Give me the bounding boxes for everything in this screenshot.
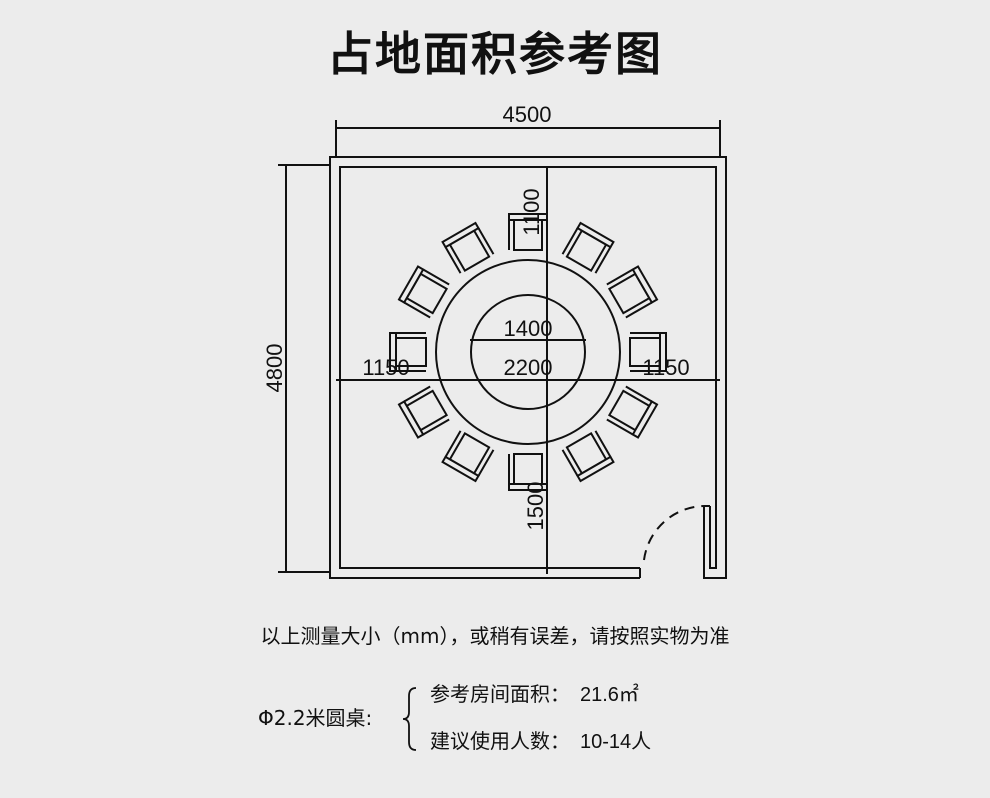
chair	[606, 385, 659, 439]
room-wall	[329, 156, 727, 579]
dim-right-clearance: 1150	[642, 355, 689, 380]
dim-table-diameter: 2200	[504, 355, 553, 380]
chair	[441, 221, 495, 274]
measurement-note: 以上测量大小（mm），或稍有误差，请按照实物为准	[260, 624, 730, 648]
chair	[441, 430, 495, 483]
chair	[561, 430, 615, 483]
people-label: 建议使用人数：	[430, 729, 570, 753]
chair	[508, 453, 548, 491]
round-table	[435, 259, 621, 445]
area-value: 21.6㎡	[580, 684, 639, 706]
chair	[606, 265, 659, 319]
chair	[397, 385, 450, 439]
brace-icon	[402, 687, 417, 751]
dim-room-depth: 4800	[262, 344, 287, 393]
chair	[561, 221, 615, 274]
chairs	[389, 213, 667, 491]
spec-row-area: 参考房间面积： 21.6㎡	[430, 678, 639, 707]
spec-label: Φ2.2米圆桌:	[258, 706, 373, 730]
chair	[508, 213, 548, 251]
dim-left-clearance: 1150	[362, 355, 409, 380]
page-title: 占地面积参考图	[327, 27, 663, 81]
chair	[389, 332, 427, 372]
dim-inner-circle: 1400	[504, 316, 553, 341]
spec-row-people: 建议使用人数： 10-14人	[430, 725, 651, 754]
dim-top-clearance: 1100	[519, 188, 544, 235]
chair	[629, 332, 667, 372]
chair	[397, 265, 450, 319]
room-wall-inner	[339, 166, 717, 569]
floor-plan: 4500 4800 1100 1500 1150 1150 1400 2200	[262, 102, 727, 579]
door-swing	[643, 505, 705, 561]
dim-room-width: 4500	[503, 102, 552, 127]
turntable	[470, 294, 586, 410]
dim-bottom-clearance: 1500	[523, 482, 548, 531]
people-value: 10-14人	[580, 731, 652, 753]
area-label: 参考房间面积：	[430, 682, 570, 706]
